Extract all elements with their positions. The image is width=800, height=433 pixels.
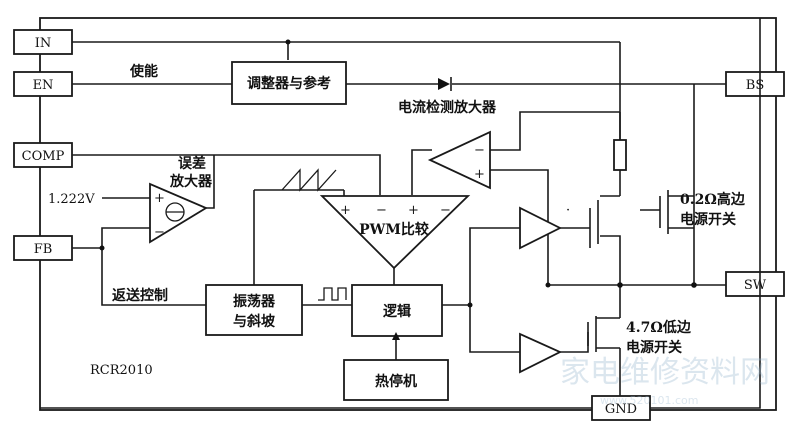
- high-side-mosfet-small: [589, 200, 599, 248]
- driver-dot: ·: [566, 203, 570, 218]
- high-switch-label-2: 电源开关: [680, 211, 736, 228]
- pin-fb: FB: [13, 235, 73, 261]
- pin-comp-label: COMP: [22, 149, 65, 164]
- ramp-icon: [281, 168, 337, 192]
- pin-comp: COMP: [13, 142, 73, 168]
- low-driver: [519, 332, 563, 374]
- pin-bs: BS: [725, 71, 785, 97]
- high-switch-label-1: 0.2Ω高边: [680, 191, 746, 208]
- watermark-url: www.520101.com: [600, 394, 698, 407]
- wires: [40, 18, 761, 409]
- sense-resistor: [613, 139, 627, 171]
- junctions: [99, 39, 697, 308]
- regulator-label: 调整器与参考: [247, 75, 331, 92]
- vref-label: 1.222V: [48, 192, 95, 207]
- error-amp-label-1: 误差: [178, 155, 206, 172]
- pwm-minus-2: −: [440, 203, 451, 218]
- current-amp-plus: +: [474, 167, 485, 182]
- pin-gnd-label: GND: [605, 402, 637, 417]
- oscillator-label-1: 振荡器: [233, 293, 276, 310]
- feedback-label: 返送控制: [112, 287, 168, 304]
- pin-bs-label: BS: [746, 78, 764, 93]
- low-switch-label-2: 电源开关: [626, 339, 682, 356]
- pin-en-label: EN: [33, 78, 54, 93]
- current-amp-minus: −: [474, 143, 485, 158]
- oscillator-label-2: 与斜坡: [233, 313, 276, 330]
- pin-sw: SW: [725, 271, 785, 297]
- low-switch-label-1: 4.7Ω低边: [626, 319, 692, 336]
- error-amp-label-2: 放大器: [169, 173, 213, 190]
- thermal-block: 热停机: [343, 359, 449, 401]
- current-amp-label: 电流检测放大器: [398, 99, 497, 116]
- logic-block: 逻辑: [351, 284, 443, 337]
- pulse-icon: [318, 287, 347, 301]
- pin-fb-label: FB: [34, 242, 53, 257]
- oscillator-block: 振荡器 与斜坡: [205, 284, 303, 336]
- pwm-plus-1: +: [340, 203, 351, 218]
- pwm-plus-2: +: [408, 203, 419, 218]
- watermark-site: 家电维修资料网: [560, 355, 770, 390]
- pin-in-label: IN: [35, 36, 52, 51]
- pin-sw-label: SW: [744, 278, 767, 293]
- logic-label: 逻辑: [383, 303, 411, 320]
- arrow-icon: [392, 332, 400, 340]
- high-side-mosfet-large: [659, 190, 694, 234]
- error-amp-minus: −: [154, 225, 165, 240]
- diode-icon: [438, 77, 452, 91]
- error-amplifier: + −: [149, 182, 208, 244]
- pwm-minus: −: [376, 203, 387, 218]
- regulator-block: 调整器与参考: [231, 61, 347, 105]
- current-sense-amplifier: − +: [427, 130, 491, 190]
- chip-name: RCR2010: [90, 363, 153, 378]
- enable-label: 使能: [129, 63, 158, 80]
- error-amp-plus: +: [154, 191, 165, 206]
- pin-in: IN: [13, 29, 73, 55]
- pwm-comparator: + − + − PWM比较: [319, 195, 471, 270]
- pin-en: EN: [13, 71, 73, 97]
- thermal-label: 热停机: [375, 373, 417, 390]
- high-driver: [519, 206, 563, 250]
- pwm-label: PWM比较: [359, 221, 429, 238]
- low-side-mosfet: [587, 316, 620, 352]
